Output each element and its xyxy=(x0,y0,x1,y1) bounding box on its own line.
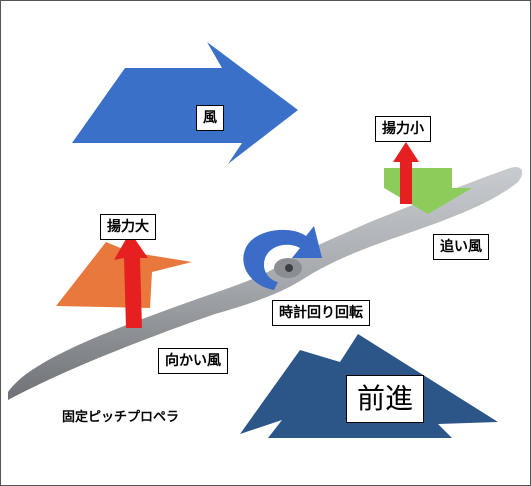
caption-label: 固定ピッチプロペラ xyxy=(62,410,180,425)
wind-label: 風 xyxy=(196,105,224,131)
tailwind-label: 追い風 xyxy=(433,234,489,260)
lift-small-label: 揚力小 xyxy=(375,116,431,142)
wind-arrow xyxy=(72,42,298,164)
headwind-arrow xyxy=(56,242,192,308)
lift-large-label: 揚力大 xyxy=(100,214,156,240)
lift-large-arrow xyxy=(114,232,148,328)
hub-bolt xyxy=(285,264,293,272)
headwind-label: 向かい風 xyxy=(158,348,228,374)
forward-label: 前進 xyxy=(346,375,425,423)
rotation-arrow xyxy=(243,226,322,290)
rotation-label: 時計回り回転 xyxy=(272,300,370,326)
lift-small-arrow xyxy=(393,142,419,204)
